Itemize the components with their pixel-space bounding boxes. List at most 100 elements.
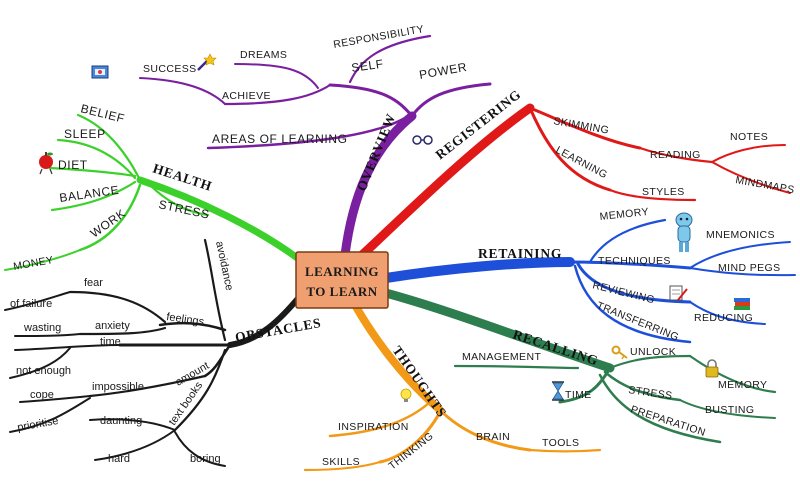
node-brain[interactable]: BRAIN <box>476 431 510 443</box>
node-areas-of-learning[interactable]: AREAS OF LEARNING <box>212 132 348 146</box>
node-belief[interactable]: BELIEF <box>79 101 126 125</box>
node-success[interactable]: SUCCESS <box>143 63 197 75</box>
node-achieve[interactable]: ACHIEVE <box>222 90 271 102</box>
node-preparation[interactable]: PREPARATION <box>629 403 707 439</box>
robot-figure-icon <box>675 212 693 252</box>
node-prioritise[interactable]: prioritise <box>16 415 59 434</box>
health-link-money <box>4 249 81 271</box>
obstacles-link-failure <box>4 291 71 311</box>
retaining-link-reducing <box>689 301 766 325</box>
node-daunting[interactable]: daunting <box>100 415 142 427</box>
recalling-link-stress <box>603 370 682 402</box>
node-reducing[interactable]: REDUCING <box>694 312 753 324</box>
node-wasting[interactable]: wasting <box>23 322 61 334</box>
retaining-link-transferring <box>573 264 692 344</box>
node-time[interactable]: TIME <box>565 389 592 401</box>
key-icon <box>611 345 628 360</box>
node-stress[interactable]: STRESS <box>628 384 674 402</box>
node-impossible[interactable]: impossible <box>92 381 144 393</box>
node-dreams[interactable]: DREAMS <box>240 49 287 61</box>
registering-trunk <box>357 103 535 260</box>
node-transferring[interactable]: TRANSFERRING <box>595 300 681 344</box>
node-thinking[interactable]: THINKING <box>386 430 435 472</box>
node-feelings[interactable]: feelings <box>166 311 206 328</box>
lightbulb-icon <box>400 388 412 402</box>
central-topic-box <box>295 251 389 309</box>
node-unlock[interactable]: UNLOCK <box>630 346 676 358</box>
node-inspiration[interactable]: INSPIRATION <box>338 421 409 433</box>
node-diet[interactable]: DIET <box>58 158 88 172</box>
node-hard[interactable]: hard <box>108 453 130 465</box>
node-skimming[interactable]: SKIMMING <box>552 115 610 137</box>
health-link-belief <box>76 113 142 182</box>
node-notes[interactable]: NOTES <box>730 131 768 143</box>
overview-link-success <box>139 77 226 105</box>
node-tools[interactable]: TOOLS <box>542 437 579 449</box>
obstacles-trunk <box>227 293 303 348</box>
node-management[interactable]: MANAGEMENT <box>462 351 541 363</box>
node-mindmaps[interactable]: MINDMAPS <box>734 174 795 196</box>
node-reading[interactable]: READING <box>650 149 701 161</box>
node-busting[interactable]: BUSTING <box>705 404 754 416</box>
obstacles-link-avoidance <box>203 238 227 342</box>
apple-icon <box>39 152 53 175</box>
node-skills[interactable]: SKILLS <box>322 456 360 468</box>
node-mnemonics[interactable]: MNEMONICS <box>706 229 775 241</box>
retaining-link-mnemonics <box>689 241 791 269</box>
health-link-work <box>78 183 142 252</box>
branch-retaining <box>381 218 796 344</box>
registering-link-mindmaps <box>711 161 791 194</box>
recalling-link-busting <box>679 399 776 419</box>
registering-link-skimming <box>528 106 642 150</box>
registering-link-notes <box>711 144 786 163</box>
node-responsibility[interactable]: RESPONSIBILITY <box>332 23 425 51</box>
thoughts-trunk <box>351 301 444 414</box>
registering-link-styles <box>608 188 697 202</box>
node-self[interactable]: SELF <box>350 57 384 75</box>
branch-label-retaining[interactable]: RETAINING <box>478 246 562 261</box>
thoughts-link-brain <box>438 408 532 452</box>
branch-thoughts <box>303 301 602 472</box>
node-time-obstacle[interactable]: time <box>100 336 121 348</box>
node-memory[interactable]: MEMORY <box>599 206 649 223</box>
retaining-link-reviewing <box>576 262 692 304</box>
books-icon <box>734 298 750 310</box>
branch-label-overview[interactable]: OVERVIEW <box>354 111 399 193</box>
overview-link-power <box>410 82 492 118</box>
node-boring[interactable]: boring <box>190 453 221 465</box>
retaining-link-mindpegs <box>689 267 796 277</box>
node-fear[interactable]: fear <box>84 277 103 289</box>
node-recall-memory[interactable]: MEMORY <box>718 379 767 391</box>
central-topic[interactable]: LEARNING TO LEARN <box>295 251 389 309</box>
obstacles-link-amount <box>203 346 230 378</box>
obstacles-link-textbooks <box>173 348 227 432</box>
overview-link-dreams <box>234 63 319 89</box>
node-avoidance[interactable]: avoidance <box>213 240 235 292</box>
obstacles-link-notenough <box>9 347 71 379</box>
health-link-sleep <box>56 138 137 180</box>
overview-link-responsibility <box>348 34 432 84</box>
retaining-link-techniques <box>568 260 692 270</box>
node-power[interactable]: POWER <box>418 60 468 82</box>
node-cope[interactable]: cope <box>30 389 54 401</box>
node-mind-pegs[interactable]: MIND PEGS <box>718 262 781 274</box>
branch-overview <box>139 34 492 260</box>
certificate-icon <box>91 65 109 79</box>
node-money[interactable]: MONEY <box>12 254 54 273</box>
retaining-trunk <box>381 257 575 283</box>
node-of-failure[interactable]: of failure <box>10 298 52 310</box>
health-trunk <box>136 176 304 264</box>
node-not-enough[interactable]: not enough <box>16 365 71 377</box>
recalling-link-memory <box>688 354 777 394</box>
overview-link-self <box>328 83 414 118</box>
node-anxiety[interactable]: anxiety <box>95 320 130 332</box>
node-sleep[interactable]: SLEEP <box>64 127 106 141</box>
node-techniques[interactable]: TECHNIQUES <box>598 255 671 267</box>
obstacles-link-boring <box>174 431 226 467</box>
health-link-stress <box>148 183 210 217</box>
node-styles[interactable]: STYLES <box>642 186 685 198</box>
branch-registering <box>357 103 791 260</box>
magic-wand-icon <box>197 53 217 71</box>
registering-link-reading <box>638 146 714 164</box>
